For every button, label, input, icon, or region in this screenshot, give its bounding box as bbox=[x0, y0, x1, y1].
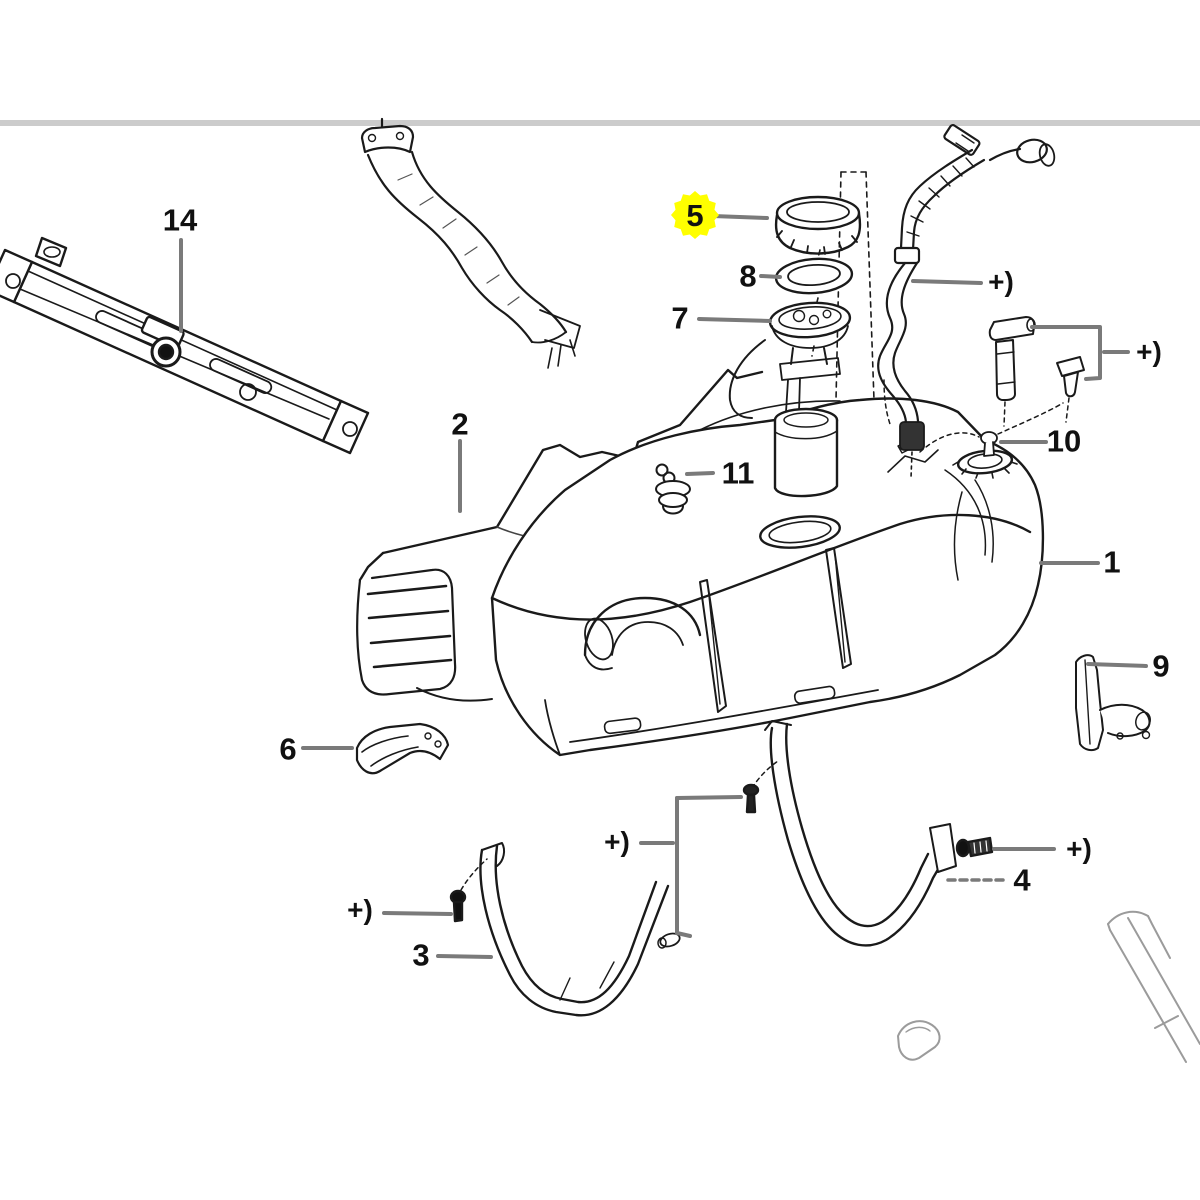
callout-part-2[interactable]: 2 bbox=[451, 406, 469, 442]
vent-valve-drawing bbox=[1056, 356, 1085, 423]
grommet-11-drawing bbox=[655, 463, 691, 515]
support-bracket-14-drawing bbox=[0, 236, 370, 455]
lock-ring-5-drawing bbox=[774, 195, 862, 255]
callout-part-5-label: 5 bbox=[686, 197, 704, 233]
callout-plus-bottom-right[interactable]: +) bbox=[1066, 833, 1092, 864]
spare-strap-drawing bbox=[897, 910, 1200, 1063]
callout-part-4[interactable]: 4 bbox=[1013, 862, 1031, 898]
bracket-9-drawing bbox=[1075, 654, 1151, 752]
callout-part-8[interactable]: 8 bbox=[739, 258, 757, 294]
strap-4-drawing bbox=[657, 720, 994, 949]
callout-plus-mid-right[interactable]: +) bbox=[1136, 336, 1162, 367]
wiring-harness-drawing bbox=[877, 124, 1056, 479]
callout-plus-top-right[interactable]: +) bbox=[988, 266, 1014, 297]
callout-part-3[interactable]: 3 bbox=[412, 937, 430, 973]
callout-part-7[interactable]: 7 bbox=[671, 300, 689, 336]
elbow-fitting-drawing bbox=[988, 316, 1036, 427]
pump-flange-7-drawing bbox=[768, 301, 852, 349]
callout-plus-bottom-left[interactable]: +) bbox=[347, 894, 373, 925]
strap-3-drawing bbox=[449, 842, 670, 1017]
bracket-6-drawing bbox=[355, 722, 450, 775]
seal-ring-8-drawing bbox=[774, 257, 854, 295]
callout-part-10[interactable]: 10 bbox=[1046, 423, 1082, 459]
leader-lines bbox=[179, 214, 1148, 959]
bolt-10-drawing bbox=[883, 379, 1064, 457]
callout-part-14[interactable]: 14 bbox=[162, 202, 198, 238]
pump-canister-drawing bbox=[728, 339, 841, 498]
fuel-tank-1-drawing bbox=[490, 397, 1045, 757]
heat-shield-2-drawing bbox=[356, 368, 764, 702]
callout-part-1[interactable]: 1 bbox=[1103, 544, 1121, 580]
filler-pipe-drawing bbox=[360, 117, 581, 369]
callout-part-11[interactable]: 11 bbox=[721, 455, 755, 491]
callout-plus-bottom-center[interactable]: +) bbox=[604, 826, 630, 857]
callout-part-6[interactable]: 6 bbox=[279, 731, 297, 767]
callout-part-9[interactable]: 9 bbox=[1152, 648, 1170, 684]
